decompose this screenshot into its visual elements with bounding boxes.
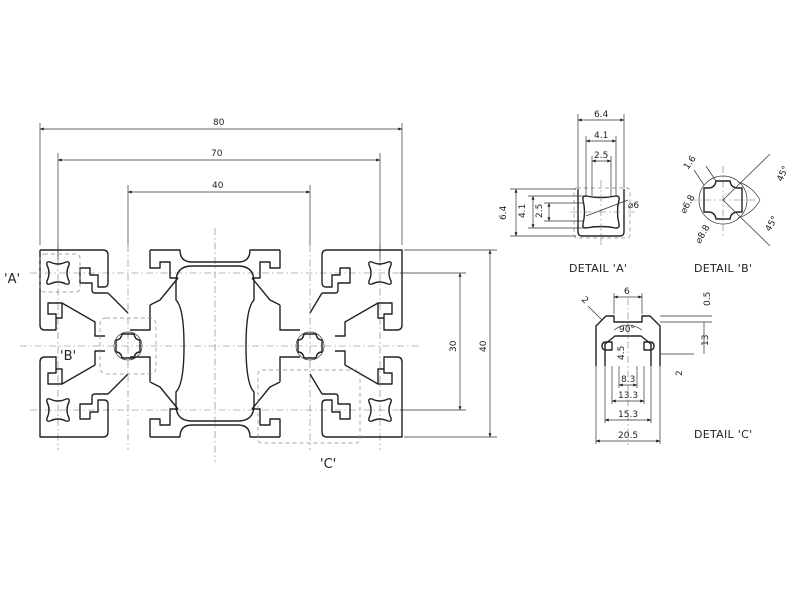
detail-b-view: 1.6 ⌀6.8 ⌀8.8 45° 45° DETAIL 'B' (679, 153, 792, 275)
detail-a-view: 6.4 4.1 2.5 6.4 4.1 2.5 ⌀6 DETAIL 'A' (499, 110, 639, 275)
detail-b-angle-45-bottom: 45° (764, 215, 781, 234)
detail-a-dim-4-1-side: 4.1 (518, 204, 528, 218)
detail-c-dim-0-5: 0.5 (703, 292, 713, 306)
detail-c-view: 90° 2 6 0.5 13 4.5 2 8.3 13.3 15.3 20.5 … (579, 287, 752, 445)
detail-c-dim-4-5: 4.5 (617, 346, 627, 360)
detail-c-dim-6: 6 (624, 287, 630, 297)
detail-a-dim-2-5-top: 2.5 (594, 151, 608, 161)
detail-c-dim-13-side: 13 (701, 335, 711, 346)
detail-b-dim-1-6: 1.6 (682, 154, 699, 172)
detail-c-dim-2-top: 2 (579, 295, 590, 306)
detail-c-dim-15-3: 15.3 (618, 410, 638, 420)
callout-c-label: 'C' (320, 457, 336, 472)
callout-a-label: 'A' (4, 272, 20, 287)
detail-c-dim-8-3: 8.3 (621, 375, 635, 385)
detail-a-dim-6-4-top: 6.4 (594, 110, 609, 120)
dim-70: 70 (211, 149, 223, 159)
detail-b-dim-dia-8-8: ⌀8.8 (694, 223, 713, 245)
dim-30: 30 (449, 340, 459, 352)
callout-b-label: 'B' (60, 349, 76, 364)
detail-a-dim-2-5-side: 2.5 (535, 204, 545, 218)
detail-a-title: DETAIL 'A' (569, 262, 627, 275)
main-profile-view: 'A' 'B' 'C' 80 70 40 30 40 (4, 118, 497, 472)
dim-40-vertical: 40 (479, 340, 489, 352)
detail-c-dim-20-5: 20.5 (618, 431, 638, 441)
detail-a-dim-6-4-side: 6.4 (499, 205, 509, 220)
dim-80: 80 (213, 118, 225, 128)
detail-c-dim-13-3: 13.3 (618, 391, 638, 401)
detail-b-dim-dia-6-8: ⌀6.8 (679, 193, 698, 215)
profile-outline (39, 249, 403, 438)
detail-a-dim-dia-6: ⌀6 (628, 201, 639, 211)
detail-c-dim-2-side: 2 (675, 370, 685, 376)
central-cavity (175, 265, 255, 422)
detail-b-title: DETAIL 'B' (694, 262, 752, 275)
dim-40-horizontal: 40 (212, 181, 224, 191)
detail-c-title: DETAIL 'C' (694, 428, 752, 441)
detail-b-angle-45-top: 45° (776, 165, 792, 184)
detail-c-angle-90: 90° (619, 325, 635, 335)
detail-a-dim-4-1-top: 4.1 (594, 131, 608, 141)
